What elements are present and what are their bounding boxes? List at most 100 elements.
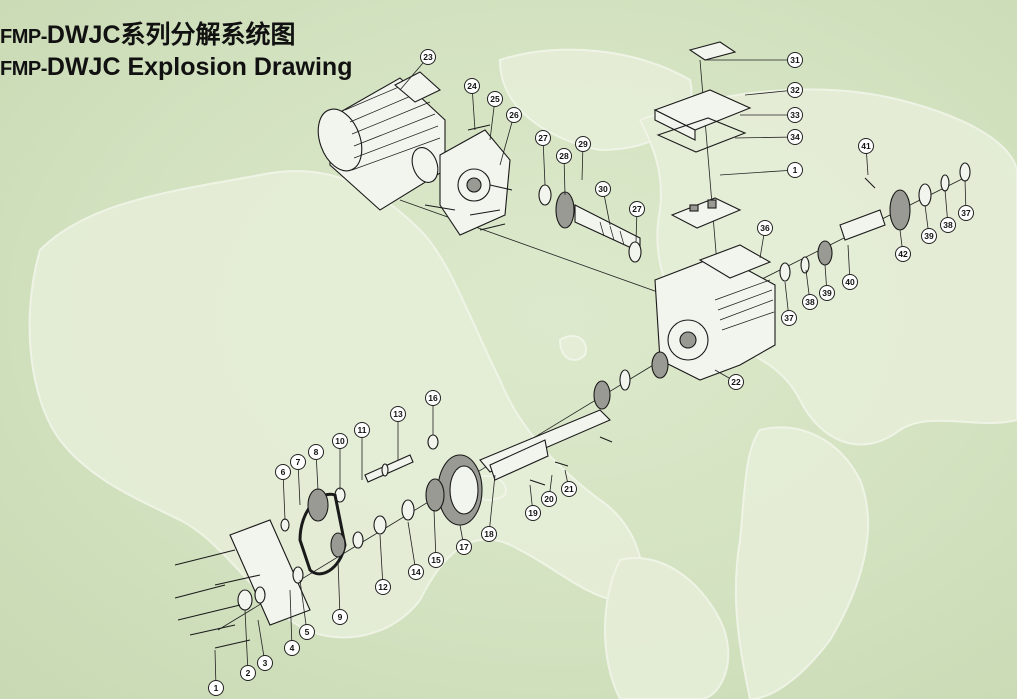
callout-25: 25: [487, 91, 503, 141]
callout-leader-2: [244, 609, 249, 674]
callout-38: 38: [802, 269, 818, 310]
callout-27: 27: [535, 130, 551, 186]
callout-leader-12: [379, 534, 384, 588]
callout-number-39: 39: [822, 288, 832, 298]
callout-leader-32: [744, 89, 796, 96]
title-block: FMP-DWJC系列分解系统图 FMP-DWJC Explosion Drawi…: [0, 20, 352, 84]
front-cover-plate: [174, 519, 311, 649]
callout-24: 24: [464, 78, 480, 131]
callout-37: 37: [781, 281, 797, 326]
callout-number-37: 37: [961, 208, 971, 218]
callout-number-9: 9: [338, 612, 343, 622]
top-cover-assembly: [653, 41, 752, 153]
callout-11: 11: [354, 422, 370, 480]
callout-number-38: 38: [943, 220, 953, 230]
callout-14: 14: [407, 521, 424, 580]
gearbox-housing: [654, 244, 776, 381]
callout-number-8: 8: [314, 447, 319, 457]
map-africa: [734, 426, 870, 699]
callout-37: 37: [958, 179, 974, 221]
callout-7: 7: [290, 454, 306, 506]
callout-number-21: 21: [564, 484, 574, 494]
callout-number-5: 5: [305, 627, 310, 637]
callout-number-10: 10: [335, 436, 345, 446]
title-english-text: DWJC Explosion Drawing: [46, 53, 353, 81]
callout-number-12: 12: [378, 582, 388, 592]
callout-32: 32: [744, 82, 803, 98]
callout-31: 31: [705, 52, 803, 68]
callout-40: 40: [842, 244, 858, 290]
callout-5: 5: [299, 579, 315, 640]
map-south-america: [604, 557, 730, 699]
input-shaft-assembly: [427, 351, 669, 450]
callout-26: 26: [499, 107, 522, 166]
adapter-flange: [439, 129, 511, 236]
callout-number-32: 32: [790, 85, 800, 95]
callout-leader-14: [407, 521, 417, 573]
motor-bolts: [424, 124, 513, 231]
callout-2: 2: [240, 609, 256, 681]
callout-number-27: 27: [632, 204, 642, 214]
belt-drive: [280, 488, 347, 576]
callout-38: 38: [940, 189, 956, 233]
callout-number-2: 2: [246, 668, 251, 678]
callout-12: 12: [375, 534, 391, 595]
circuit-board: [670, 197, 742, 229]
callout-number-42: 42: [898, 249, 908, 259]
output-shaft-assembly: [779, 162, 971, 282]
map-europe-asia: [638, 88, 1017, 446]
callout-number-15: 15: [431, 555, 441, 565]
callout-number-17: 17: [459, 542, 469, 552]
callout-6: 6: [275, 464, 291, 521]
callout-9: 9: [332, 559, 348, 625]
callout-8: 8: [308, 444, 324, 491]
callout-16: 16: [425, 390, 441, 435]
callout-leader-6: [282, 471, 286, 521]
callout-number-41: 41: [861, 141, 871, 151]
callouts: 1234567891011121314151617181920212223242…: [208, 49, 974, 696]
callout-17: 17: [456, 524, 472, 555]
callout-number-22: 22: [731, 377, 741, 387]
callout-number-36: 36: [760, 223, 770, 233]
callout-number-25: 25: [490, 94, 500, 104]
callout-number-37: 37: [784, 313, 794, 323]
callout-number-1: 1: [214, 683, 219, 693]
callout-leader-15: [433, 509, 437, 561]
callout-number-26: 26: [509, 110, 519, 120]
callout-1: 1: [719, 162, 803, 178]
callout-36: 36: [757, 220, 773, 259]
callout-number-6: 6: [281, 467, 286, 477]
callout-number-38: 38: [805, 297, 815, 307]
callout-19: 19: [525, 484, 541, 521]
callout-13: 13: [390, 406, 406, 460]
callout-number-13: 13: [393, 409, 403, 419]
callout-33: 33: [740, 107, 803, 123]
callout-number-24: 24: [467, 81, 477, 91]
callout-leader-18: [488, 474, 496, 535]
callout-leader-26: [499, 114, 515, 166]
callout-18: 18: [481, 474, 497, 542]
callout-22: 22: [714, 369, 744, 390]
main-shaft: [479, 409, 613, 486]
callout-number-16: 16: [428, 393, 438, 403]
callout-leader-4: [289, 589, 293, 649]
large-gear: [352, 454, 483, 549]
callout-21: 21: [561, 469, 577, 497]
title-chinese-prefix: FMP-: [0, 26, 47, 48]
callout-number-11: 11: [358, 425, 367, 435]
callout-number-4: 4: [290, 643, 295, 653]
callout-number-33: 33: [790, 110, 800, 120]
callout-number-34: 34: [790, 132, 800, 142]
callout-leader-9: [337, 559, 341, 618]
callout-10: 10: [332, 433, 348, 490]
worm-shaft-assembly: [538, 184, 642, 263]
callout-34: 34: [734, 129, 803, 145]
callout-27: 27: [629, 201, 645, 243]
callout-leader-5: [299, 579, 308, 633]
callout-number-40: 40: [845, 277, 855, 287]
title-english: FMP-DWJC Explosion Drawing: [0, 52, 352, 84]
callout-39: 39: [921, 204, 937, 244]
callout-29: 29: [575, 136, 591, 181]
